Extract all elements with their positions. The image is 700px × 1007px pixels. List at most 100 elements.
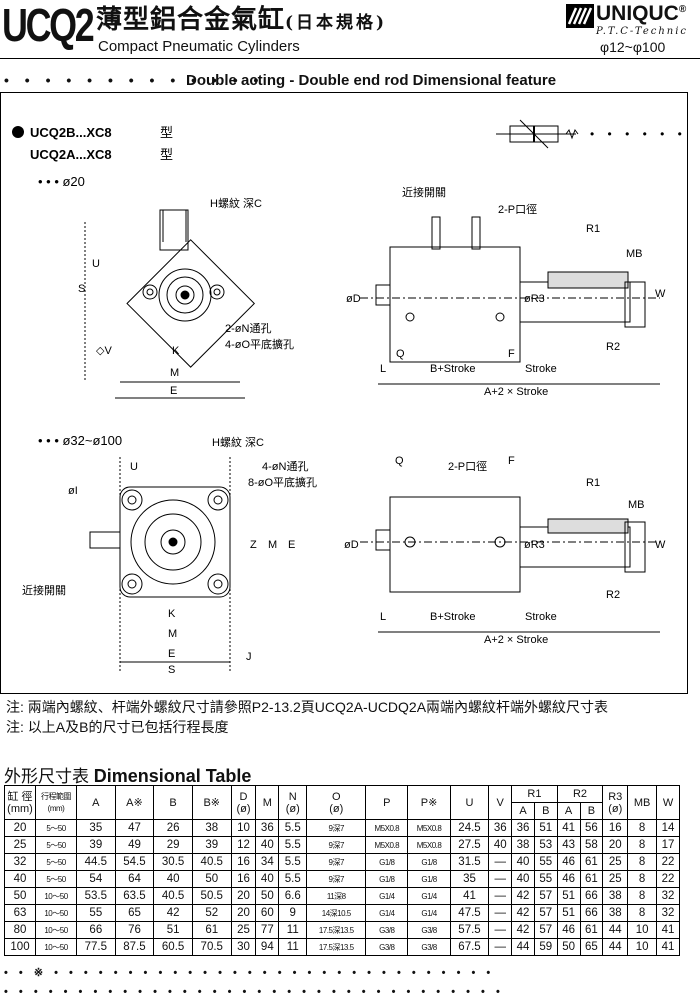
brand-name: UNIQUC®: [596, 2, 687, 25]
table-cell: 9: [278, 904, 308, 922]
table-cell: 50: [556, 938, 581, 956]
label-r1-1: R1: [586, 223, 600, 235]
table-cell: G3/8: [407, 921, 451, 939]
label-r3-2: øR3: [524, 539, 545, 551]
model-line-2: UCQ2A...XC8: [30, 147, 112, 162]
table-cell: —: [488, 921, 513, 939]
table-cell: 36: [488, 819, 513, 837]
label-port-2: 2-P口徑: [448, 460, 487, 473]
table-cell: 8: [627, 887, 658, 905]
table-cell: 70.5: [191, 938, 232, 956]
table-title: 外形尺寸表 Dimensional Table: [4, 766, 252, 786]
front-view-large: [89, 457, 231, 672]
bore-small-label: • • • ø20: [38, 174, 85, 189]
table-cell: 8: [627, 904, 658, 922]
brand-logo-icon: [566, 4, 594, 28]
table-cell: 17: [656, 836, 680, 854]
table-cell: 53.5: [76, 887, 116, 905]
table-cell: 46: [556, 853, 581, 871]
table-cell: —: [488, 870, 513, 888]
th-stroke: 行程範圍(mm): [35, 785, 77, 820]
table-cell: 60: [255, 904, 280, 922]
table-cell: 38: [511, 836, 535, 854]
technical-drawing: UCQ2B...XC8 UCQ2A...XC8 型 型 • • • ø20 • …: [12, 119, 688, 676]
table-cell: 12: [230, 836, 257, 854]
table-cell: 11: [278, 921, 308, 939]
label-l-2: L: [380, 611, 386, 623]
table-cell: 31.5: [449, 853, 490, 871]
th-r2: R2: [556, 785, 604, 803]
th-d: D(ø): [230, 785, 257, 820]
brand-subtitle: P.T.C-Technic: [596, 26, 689, 37]
table-cell: G3/8: [407, 938, 451, 956]
table-cell: 63.5: [114, 887, 155, 905]
table-cell: 34: [255, 853, 280, 871]
table-cell: 25: [602, 853, 629, 871]
table-cell: 9深7: [306, 853, 367, 871]
table-cell: 10～50: [35, 938, 77, 956]
label-s-2: S: [168, 664, 175, 676]
symbol-dots: • • • • • • •: [590, 127, 688, 141]
table-cell: 50.5: [191, 887, 232, 905]
th-r3: R3(ø): [602, 785, 629, 820]
table-cell: 39: [76, 836, 116, 854]
table-cell: 8: [627, 870, 658, 888]
table-cell: 56: [579, 819, 604, 837]
table-cell: 10～50: [35, 887, 77, 905]
table-cell: 94: [255, 938, 280, 956]
label-proximity-1: 近接開關: [402, 186, 446, 199]
th-p-star: P※: [407, 785, 451, 820]
label-port-1: 2-P口徑: [498, 203, 537, 216]
table-cell: 16: [602, 819, 629, 837]
label-e-2v: E: [288, 539, 295, 551]
table-cell: 9深7: [306, 836, 367, 854]
label-i: øI: [68, 485, 78, 497]
table-cell: 50: [191, 870, 232, 888]
label-proximity-2: 近接開關: [22, 584, 66, 597]
table-cell: 61: [579, 870, 604, 888]
table-cell: 9深7: [306, 870, 367, 888]
label-e-2: E: [168, 648, 175, 660]
table-cell: 42: [511, 904, 535, 922]
label-mb-1: MB: [626, 248, 643, 260]
th-m: M: [255, 785, 280, 820]
table-cell: 67.5: [449, 938, 490, 956]
table-cell: 10: [230, 819, 257, 837]
table-cell: —: [488, 938, 513, 956]
th-r1-a: A: [511, 802, 535, 820]
table-cell: 5～50: [35, 870, 77, 888]
label-r1-2: R1: [586, 477, 600, 489]
th-o: O(ø): [306, 785, 367, 820]
table-cell: G1/4: [365, 887, 409, 905]
table-cell: 40.5: [153, 887, 193, 905]
label-w-1: W: [655, 288, 666, 300]
table-cell: 6.6: [278, 887, 308, 905]
table-cell: 42: [153, 904, 193, 922]
table-cell: 10: [627, 921, 658, 939]
table-cell: G1/4: [407, 887, 451, 905]
table-cell: 32: [4, 853, 36, 871]
table-cell: 40: [511, 870, 535, 888]
label-r2-2: R2: [606, 589, 620, 601]
label-o-counterbore-8: 8-øO平底擴孔: [248, 475, 317, 489]
dimension-table: 缸 徑(mm) 行程範圍(mm) A A※ B B※ D(ø) M N(ø) O…: [4, 785, 680, 956]
label-h-thread: H螺紋 深C: [210, 196, 262, 210]
drawing-frame: [0, 92, 688, 694]
th-w: W: [656, 785, 680, 820]
label-stroke-1: Stroke: [525, 363, 557, 375]
table-cell: G3/8: [365, 921, 409, 939]
table-cell: 32: [656, 904, 680, 922]
table-cell: 51: [556, 887, 581, 905]
table-cell: 47.5: [449, 904, 490, 922]
table-cell: 54.5: [114, 853, 155, 871]
table-cell: G3/8: [365, 938, 409, 956]
table-cell: 20: [230, 887, 257, 905]
table-cell: 20: [4, 819, 36, 837]
table-cell: M5X0.8: [407, 819, 451, 837]
